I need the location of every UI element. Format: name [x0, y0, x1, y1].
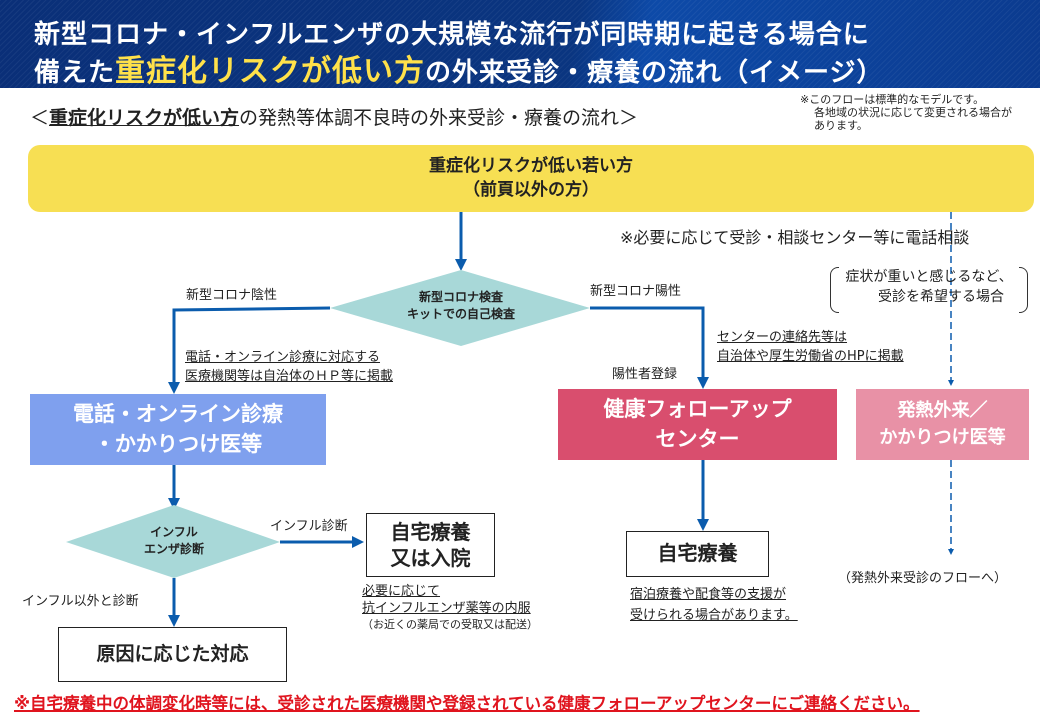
antiviral-note: 必要に応じて 抗インフルエンザ薬等の内服 （お近くの薬局での受取又は配送）	[362, 583, 538, 632]
model-flow-note-line1: ※このフローは標準的なモデルです。	[800, 93, 985, 106]
low-risk-young-box: 重症化リスクが低い若い方 （前頁以外の方）	[28, 145, 1034, 212]
home-support-note-line2: 受けられる場合があります。	[630, 608, 798, 623]
low-risk-young-line1: 重症化リスクが低い若い方	[429, 156, 633, 176]
fever-flow-note: （発熱外来受診のフローへ）	[838, 571, 1008, 586]
health-followup-center-box: 健康フォローアップ センター	[558, 389, 837, 460]
positive-registration-label: 陽性者登録	[612, 367, 678, 382]
subtitle-rest: の発熱等体調不良時の外来受診・療養の流れ＞	[239, 107, 639, 129]
antiviral-note-line2: 抗インフルエンザ薬等の内服	[362, 601, 531, 616]
home-support-note-line1: 宿泊療養や配食等の支援が	[630, 587, 787, 602]
footer-warning: ※自宅療養中の体調変化時等には、受診された医療機関や登録されている健康フォローア…	[14, 694, 920, 713]
online-clinic-box: 電話・オンライン診療 ・かかりつけ医等	[30, 394, 326, 465]
subtitle-emphasis: 重症化リスクが低い方	[49, 107, 240, 129]
header-title-line1: 新型コロナ・インフルエンザの大規模な流行が同時期に起きる場合に	[34, 20, 870, 50]
influ-decision-label: インフル エンザ診断	[110, 524, 238, 558]
test-decision-label: 新型コロナ検査 キットでの自己検査	[370, 289, 552, 323]
home-care-or-hospital-line1: 自宅療養	[390, 520, 471, 544]
subtitle-open: ＜	[30, 107, 50, 129]
followup-center-line1: 健康フォローアップ	[603, 397, 792, 421]
online-clinic-note: 電話・オンライン診療に対応する 医療機関等は自治体のＨＰ等に掲載	[185, 348, 393, 386]
influ-decision-diamond	[66, 505, 280, 578]
online-clinic-note-line1: 電話・オンライン診療に対応する	[185, 350, 381, 365]
influ-diagnosis-label: インフル診断	[270, 519, 348, 534]
home-care-or-hospital-line2: 又は入院	[390, 546, 471, 570]
antiviral-note-line1: 必要に応じて	[362, 584, 441, 599]
fever-clinic-line2: かかりつけ医等	[879, 427, 1006, 448]
bracket-left	[830, 267, 839, 313]
home-care-box: 自宅療養	[626, 531, 769, 577]
arrow-negative-to-online	[168, 306, 331, 394]
online-clinic-note-line2: 医療機関等は自治体のＨＰ等に掲載	[185, 369, 394, 384]
header-title-highlight: 重症化リスクが低い方	[115, 54, 426, 89]
influ-decision-line2: エンザ診断	[143, 542, 204, 556]
center-contact-note: センターの連絡先等は 自治体や厚生労働省のHPに掲載	[717, 328, 904, 366]
header-title-suffix: の外来受診・療養の流れ（イメージ）	[425, 58, 884, 88]
test-decision-diamond	[330, 270, 590, 346]
header-banner: 新型コロナ・インフルエンザの大規模な流行が同時期に起きる場合に 備えた重症化リス…	[0, 0, 1040, 90]
home-care-or-hospital-box: 自宅療養 又は入院	[366, 513, 495, 577]
online-clinic-line1: 電話・オンライン診療	[73, 402, 283, 426]
header-title-prefix: 備えた	[34, 58, 116, 88]
home-support-note: 宿泊療養や配食等の支援が 受けられる場合があります。	[630, 584, 798, 626]
bracket-right	[1019, 267, 1028, 313]
positive-label: 新型コロナ陽性	[590, 284, 682, 299]
test-decision-line2: キットでの自己検査	[406, 307, 515, 321]
severe-note-line1: 症状が重いと感じるなど、	[845, 269, 1013, 285]
followup-center-line2: センター	[655, 427, 740, 451]
antiviral-note-line3: （お近くの薬局での受取又は配送）	[362, 618, 538, 631]
test-decision-line1: 新型コロナ検査	[418, 290, 503, 304]
center-contact-note-line1: センターの連絡先等は	[717, 330, 848, 345]
fever-clinic-box: 発熱外来／ かかりつけ医等	[856, 389, 1029, 460]
phone-consult-note: ※必要に応じて受診・相談センター等に電話相談	[620, 228, 970, 247]
subtitle: ＜重症化リスクが低い方の発熱等体調不良時の外来受診・療養の流れ＞	[30, 103, 638, 130]
model-flow-note: ※このフローは標準的なモデルです。 各地域の状況に応じて変更される場合が ありま…	[800, 93, 1040, 132]
influ-decision-line1: インフル	[150, 525, 198, 539]
severe-note-line2: 受診を希望する場合	[878, 289, 1004, 305]
cause-based-response-box: 原因に応じた対応	[58, 627, 287, 682]
fever-clinic-line1: 発熱外来／	[897, 400, 988, 421]
model-flow-note-line3: あります。	[814, 119, 868, 132]
non-influ-diagnosis-label: インフル以外と診断	[22, 594, 139, 609]
center-contact-note-line2: 自治体や厚生労働省のHPに掲載	[717, 349, 904, 364]
negative-label: 新型コロナ陰性	[186, 288, 278, 303]
model-flow-note-line2: 各地域の状況に応じて変更される場合が	[814, 106, 1012, 119]
header-title-line2: 備えた重症化リスクが低い方の外来受診・療養の流れ（イメージ）	[34, 46, 884, 90]
online-clinic-line2: ・かかりつけ医等	[93, 432, 263, 456]
severe-symptom-note: 症状が重いと感じるなど、 受診を希望する場合	[830, 267, 1028, 313]
low-risk-young-line2: （前頁以外の方）	[463, 180, 599, 200]
arrow-positive-to-followup	[590, 306, 709, 389]
